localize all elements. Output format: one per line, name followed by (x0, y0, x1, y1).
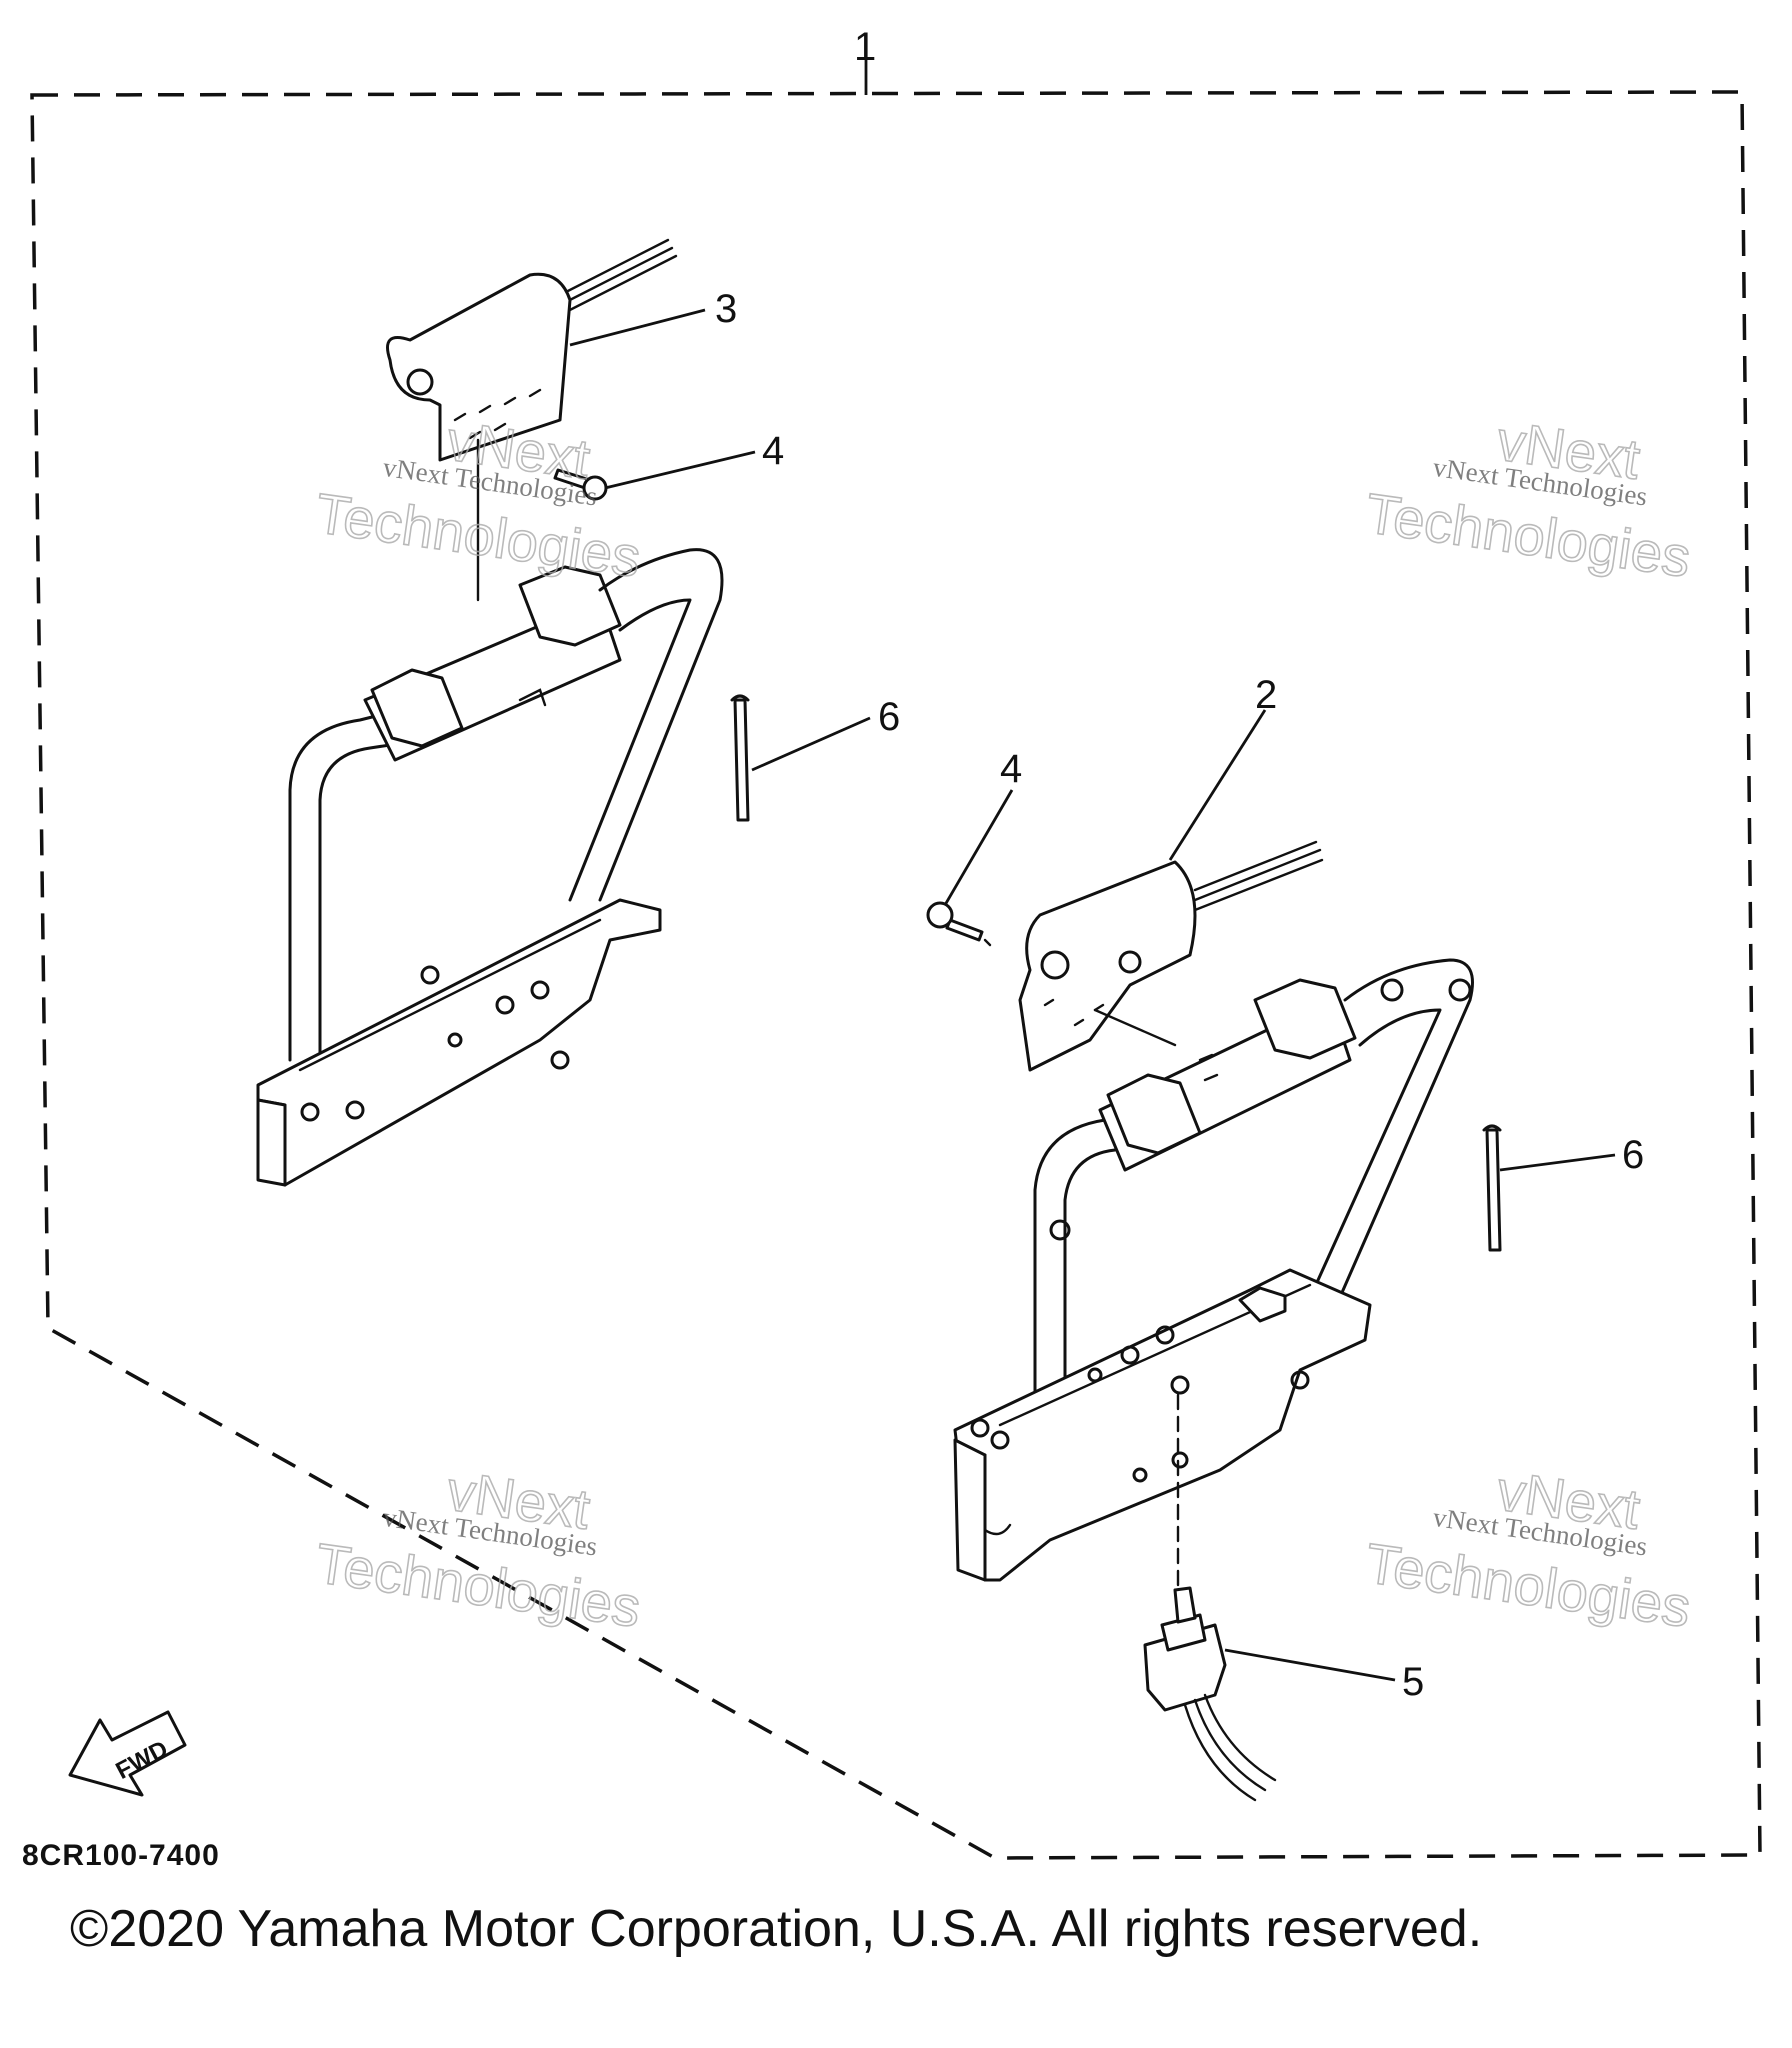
part-6-cable-tie-b (1485, 1128, 1502, 1252)
part-5-switch (1143, 1623, 1227, 1712)
leader-2 (1168, 709, 1267, 861)
leader-6b (1499, 1153, 1616, 1172)
callout-6b: 6 (1622, 1133, 1644, 1177)
part-2-sensor (1018, 860, 1197, 1072)
callout-6a: 6 (878, 695, 900, 739)
part-3-sensor (386, 272, 572, 462)
leader-4a (604, 450, 756, 490)
part-6-cable-tie-a (733, 698, 750, 822)
right-base-plate (953, 1268, 1372, 1582)
callout-4a: 4 (762, 429, 784, 473)
callout-1: 1 (854, 25, 876, 69)
diagram-code: 8CR100-7400 (22, 1839, 220, 1872)
leader-4b (943, 789, 1014, 906)
leader-6a (751, 716, 871, 772)
leader-3 (569, 308, 706, 347)
callout-4b: 4 (1000, 747, 1022, 791)
callout-3: 3 (715, 287, 737, 331)
callout-5: 5 (1402, 1660, 1424, 1704)
left-sensor-assembly (256, 238, 724, 1187)
callout-2: 2 (1255, 673, 1277, 717)
forward-arrow-icon: FWD (68, 1710, 187, 1797)
watermark-top-right: vNext vNext Technologies Technologies (1361, 408, 1695, 590)
leader-5 (1224, 1648, 1396, 1682)
copyright-notice: ©2020 Yamaha Motor Corporation, U.S.A. A… (70, 1900, 1482, 1958)
watermark-bottom-left: vNext vNext Technologies Technologies (311, 1458, 645, 1640)
part-4-screw-b (945, 918, 984, 942)
watermark-bottom-right: vNext vNext Technologies Technologies (1361, 1458, 1695, 1640)
right-sensor-assembly (926, 840, 1474, 1802)
